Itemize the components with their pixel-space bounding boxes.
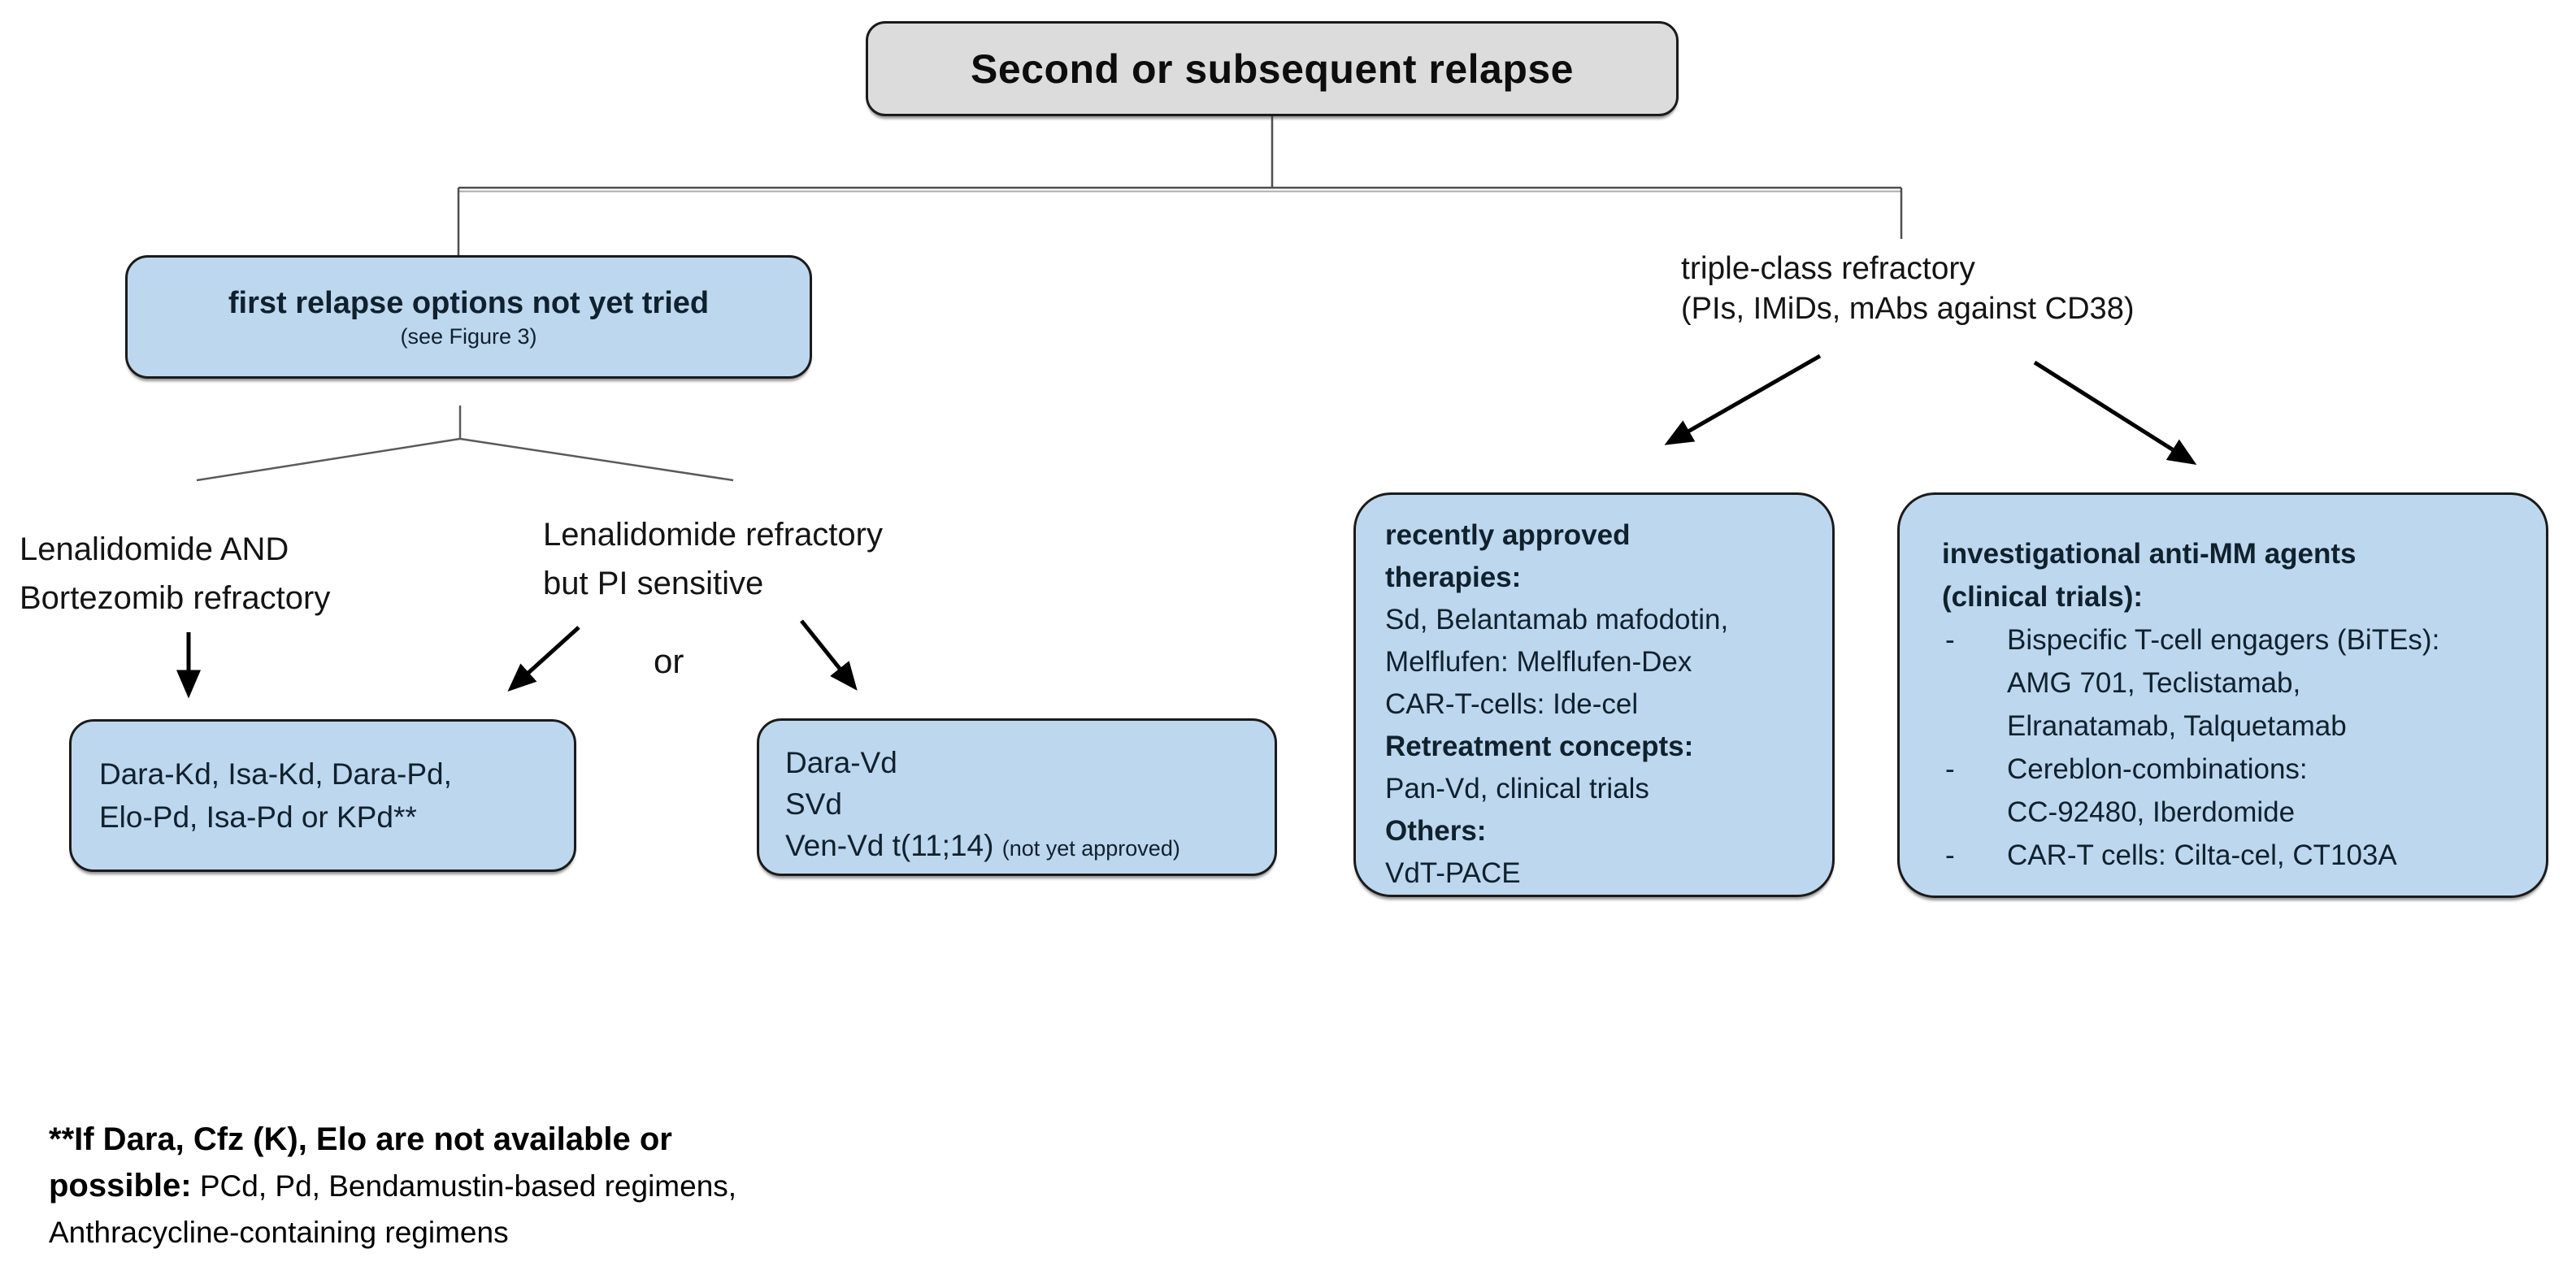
invest-heading-line2: (clinical trials): [1942, 581, 2144, 613]
invest-b1l1-text: Bispecific T-cell engagers (BiTEs): [2007, 624, 2440, 656]
arrow-to-investigational-box [2033, 360, 2197, 466]
tcr-label-line1: triple-class refractory [1681, 251, 1975, 286]
approved-item5: VdT-PACE [1385, 857, 1521, 889]
arrow-cond-b-to-box-a [507, 626, 580, 692]
or-label: or [654, 642, 684, 680]
regimen-b-line2: SVd [785, 787, 842, 821]
condition-a-line2: Bortezomib refractory [20, 580, 331, 616]
invest-b1l2-text: AMG 701, Teclistamab, [2007, 667, 2301, 699]
regimen-a-line2: Elo-Pd, Isa-Pd or KPd** [99, 800, 417, 834]
condition-b-line2: but PI sensitive [543, 566, 764, 601]
root-node-label: Second or subsequent relapse [971, 46, 1574, 92]
first-relapse-options-node: first relapse options not yet tried (see… [125, 255, 812, 379]
approved-heading-line1: recently approved [1385, 519, 1631, 551]
arrow-cond-b-to-box-b [800, 619, 858, 691]
footnote-line1: **If Dara, Cfz (K), Elo are not availabl… [49, 1121, 672, 1157]
bullet-dash: - [1945, 753, 1955, 785]
invest-bullet2-line2: CC-92480, Iberdomide [1942, 791, 2295, 834]
condition-len-refractory-pi-sensitive: Lenalidomide refractory but PI sensitive [543, 510, 883, 608]
footnote-line2-bold: possible: [49, 1168, 192, 1203]
approved-item2: Melflufen: Melflufen-Dex [1385, 646, 1692, 678]
invest-b1l3-text: Elranatamab, Talquetamab [2007, 710, 2347, 742]
invest-b2l2-text: CC-92480, Iberdomide [2007, 796, 2296, 828]
approved-item1: Sd, Belantamab mafodotin, [1385, 604, 1729, 635]
bullet-dash: - [1945, 624, 1955, 656]
regimen-b-line1: Dara-Vd [785, 746, 897, 779]
invest-bullet1-line1: - Bispecific T-cell engagers (BiTEs): [1942, 618, 2439, 661]
root-node: Second or subsequent relapse [866, 21, 1679, 116]
condition-b-line1: Lenalidomide refractory [543, 517, 883, 553]
options-node-title: first relapse options not yet tried [228, 286, 710, 320]
options-node-note: (see Figure 3) [400, 324, 537, 349]
invest-b2l1-text: Cereblon-combinations: [2007, 753, 2308, 785]
connector-split-left [196, 437, 461, 482]
invest-b3l1-text: CAR-T cells: Cilta-cel, CT103A [2007, 839, 2397, 871]
approved-heading2: Retreatment concepts: [1385, 731, 1694, 762]
invest-bullet1-line2: AMG 701, Teclistamab, [1942, 661, 2300, 705]
regimen-b-line3-note: (not yet approved) [1001, 836, 1180, 861]
invest-bullet2-line1: - Cereblon-combinations: [1942, 748, 2308, 791]
condition-len-bort-refractory: Lenalidomide AND Bortezomib refractory [20, 525, 330, 622]
invest-bullet3-line1: - CAR-T cells: Cilta-cel, CT103A [1942, 834, 2397, 877]
regimen-b-line3-main: Ven-Vd t(11;14) [785, 829, 994, 862]
footnote-line2: possible: PCd, Pd, Bendamustin-based reg… [49, 1163, 829, 1209]
tcr-label-line2: (PIs, IMiDs, mAbs against CD38) [1681, 292, 2135, 326]
regimen-b-line3: Ven-Vd t(11;14) (not yet approved) [785, 825, 1180, 870]
connector-split-right [459, 437, 734, 482]
condition-a-line1: Lenalidomide AND [20, 531, 289, 567]
regimen-a-line1: Dara-Kd, Isa-Kd, Dara-Pd, [99, 757, 452, 791]
invest-heading-line1: investigational anti-MM agents [1942, 538, 2357, 570]
arrow-to-approved-box [1664, 353, 1822, 445]
footnote-line2-rest: PCd, Pd, Bendamustin-based regimens, [191, 1169, 737, 1203]
footnote-line3: Anthracycline-containing regimens [49, 1216, 509, 1249]
bullet-dash: - [1945, 839, 1955, 871]
invest-bullet1-line3: Elranatamab, Talquetamab [1942, 705, 2347, 748]
approved-heading3: Others: [1385, 815, 1487, 847]
approved-heading-line2: therapies: [1385, 562, 1522, 593]
triple-class-refractory-label: triple-class refractory (PIs, IMiDs, mAb… [1681, 249, 2134, 328]
approved-item3: CAR-T-cells: Ide-cel [1385, 688, 1639, 720]
footnote: **If Dara, Cfz (K), Elo are not availabl… [49, 1117, 829, 1255]
investigational-agents-box: investigational anti-MM agents (clinical… [1897, 492, 2548, 898]
regimen-box-a: Dara-Kd, Isa-Kd, Dara-Pd, Elo-Pd, Isa-Pd… [69, 719, 576, 872]
approved-therapies-box: recently approved therapies: Sd, Belanta… [1353, 492, 1835, 897]
approved-item4: Pan-Vd, clinical trials [1385, 773, 1649, 804]
regimen-box-b: Dara-Vd SVd Ven-Vd t(11;14) (not yet app… [757, 718, 1277, 876]
